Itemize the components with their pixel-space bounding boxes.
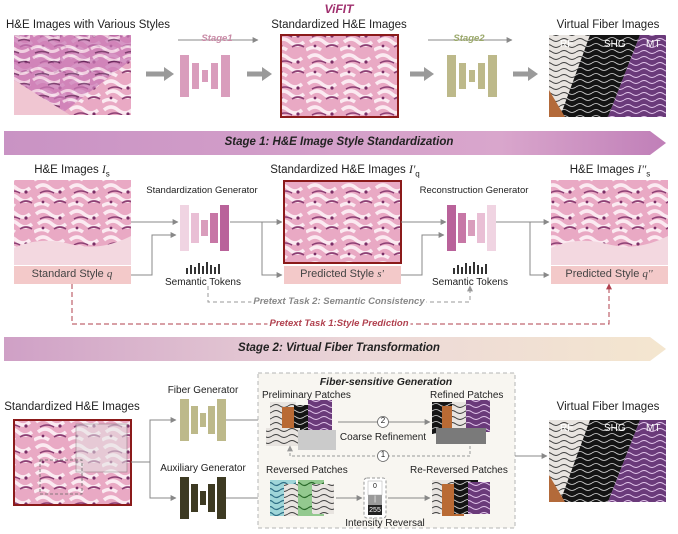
overview-arrowhead-2	[262, 67, 272, 81]
s1-semantic-tokens-label-2: Semantic Tokens	[432, 278, 508, 288]
top-fiber-generator	[447, 55, 497, 97]
s2-aux-generator-label: Auxiliary Generator	[160, 464, 246, 474]
rereversed-patches	[432, 480, 490, 516]
s1-standardization-generator	[180, 205, 229, 251]
stage1-top-label: Stage1	[201, 34, 232, 44]
standardized-top-label: Standardized H&E Images	[271, 20, 407, 32]
s2-step2-text: 2	[381, 417, 385, 425]
s1-pretext1-label: Pretext Task 1:Style Prediction	[267, 319, 410, 329]
top-tag-shg: SHG	[604, 40, 626, 50]
s2-auxiliary-generator	[180, 477, 226, 519]
s2-refined-label: Refined Patches	[430, 391, 503, 401]
s1-standard-style-label: Standard Style q	[32, 269, 113, 280]
s1-arrow-predicted-recon	[401, 235, 444, 275]
s2-scale-mid: |	[374, 496, 376, 503]
s1-semantic-tokens-2	[453, 262, 487, 274]
s2-step1-text: 1	[381, 451, 385, 459]
s2-prelim-label: Preliminary Patches	[262, 391, 351, 401]
s1-he-images-label: H&E Images Is	[34, 165, 110, 178]
reversed-patches	[270, 480, 334, 516]
he-various-label: H&E Images with Various Styles	[6, 20, 170, 32]
preliminary-patches	[266, 400, 336, 450]
s2-box-title: Fiber-sensitive Generation	[320, 377, 452, 388]
s1-semantic-tokens-label-1: Semantic Tokens	[165, 278, 241, 288]
s2-reversed-label: Reversed Patches	[266, 466, 348, 476]
overview-arrowhead-4	[528, 67, 538, 81]
s2-scale-top: 0	[373, 483, 377, 490]
overview-arrowhead-1	[164, 67, 174, 81]
s2-rereversed-label: Re-Reversed Patches	[410, 466, 508, 476]
stage2-top-label: Stage2	[453, 34, 484, 44]
s2-coarse-label: Coarse Refinement	[340, 433, 426, 443]
s1-predicted-style2-label: Predicted Style q''	[565, 269, 652, 280]
s2-std-he-label: Standardized H&E Images	[4, 402, 140, 414]
s1-reconstruction-generator	[447, 205, 496, 251]
overview-arrowhead-3	[424, 67, 434, 81]
s1-recon-generator-label: Reconstruction Generator	[420, 186, 529, 196]
s2-intensity-label: Intensity Reversal	[345, 519, 424, 529]
s2-arrow-fiber-gen	[131, 420, 176, 462]
s2-highlight-region	[76, 424, 127, 472]
s1-standardized-image	[284, 181, 401, 263]
s2-fiber-generator	[180, 399, 226, 441]
s1-he-out-label: H&E Images I''s	[570, 165, 651, 178]
refined-patches	[432, 400, 490, 444]
stage2-banner-text: Stage 2: Virtual Fiber Transformation	[238, 343, 440, 355]
top-tag-rf: RF	[560, 40, 573, 50]
s1-std-generator-label: Standardization Generator	[146, 186, 257, 196]
stage1-banner-text: Stage 1: H&E Image Style Standardization	[225, 137, 454, 149]
s1-arrow-recon-style	[530, 222, 549, 275]
s1-std-he-label: Standardized H&E Images I'q	[270, 165, 419, 178]
s2-fiber-generator-label: Fiber Generator	[168, 386, 239, 396]
virtual-fiber-top-label: Virtual Fiber Images	[557, 20, 660, 32]
s1-arrow-gen-predicted	[262, 222, 282, 275]
s1-pretext2-label: Pretext Task 2: Semantic Consistency	[251, 297, 426, 307]
top-tag-mt: MT	[646, 40, 660, 50]
s2-tag-shg: SHG	[604, 424, 626, 434]
s2-scale-bot: 255	[369, 507, 381, 514]
s2-tag-mt: MT	[646, 424, 660, 434]
s1-predicted-style-label: Predicted Style s'	[300, 269, 384, 280]
s1-semantic-tokens-1	[186, 262, 220, 274]
s1-arrow-style-gen	[131, 235, 176, 275]
s2-virtual-label: Virtual Fiber Images	[557, 402, 660, 414]
s2-tag-rf: RF	[560, 424, 573, 434]
top-standardized-image	[281, 35, 398, 117]
top-std-generator	[180, 55, 230, 97]
diagram-title: ViFIT	[325, 3, 354, 15]
